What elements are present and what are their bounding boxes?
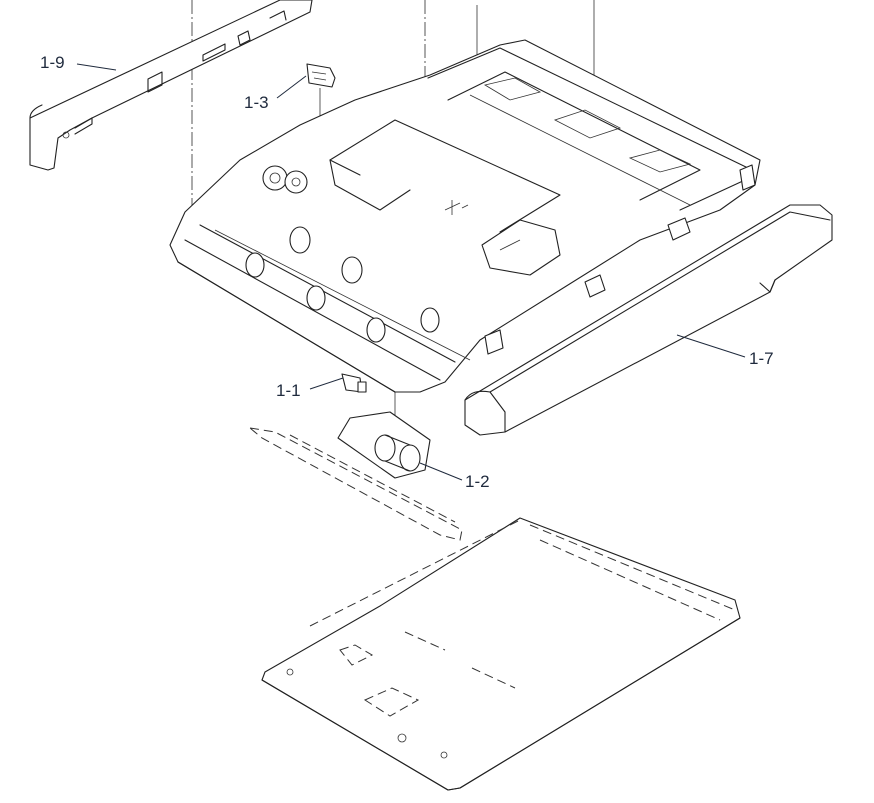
bottom-plate <box>261 517 741 791</box>
drive-gears <box>262 165 308 194</box>
callout-1-9: 1-9 <box>40 53 65 72</box>
sheet-guide-strip <box>248 427 463 541</box>
callout-1-3: 1-3 <box>244 93 269 112</box>
main-tray-frame <box>169 39 761 393</box>
leader-1-2 <box>419 462 463 481</box>
leader-1-3 <box>276 75 307 99</box>
callout-1-1: 1-1 <box>276 381 301 400</box>
part-1-2-roller-assembly <box>337 411 431 479</box>
callout-1-7: 1-7 <box>749 349 774 368</box>
leader-1-7 <box>676 334 746 358</box>
part-1-9-side-cover <box>29 0 313 171</box>
part-1-3-bracket <box>306 63 336 88</box>
callout-1-2: 1-2 <box>465 472 490 491</box>
leader-lines <box>76 63 746 481</box>
feed-rollers <box>245 226 440 343</box>
part-1-7-side-cover <box>464 204 833 436</box>
leader-1-1 <box>309 377 344 390</box>
leader-1-9 <box>76 63 117 71</box>
part-1-1-sensor <box>341 373 367 393</box>
